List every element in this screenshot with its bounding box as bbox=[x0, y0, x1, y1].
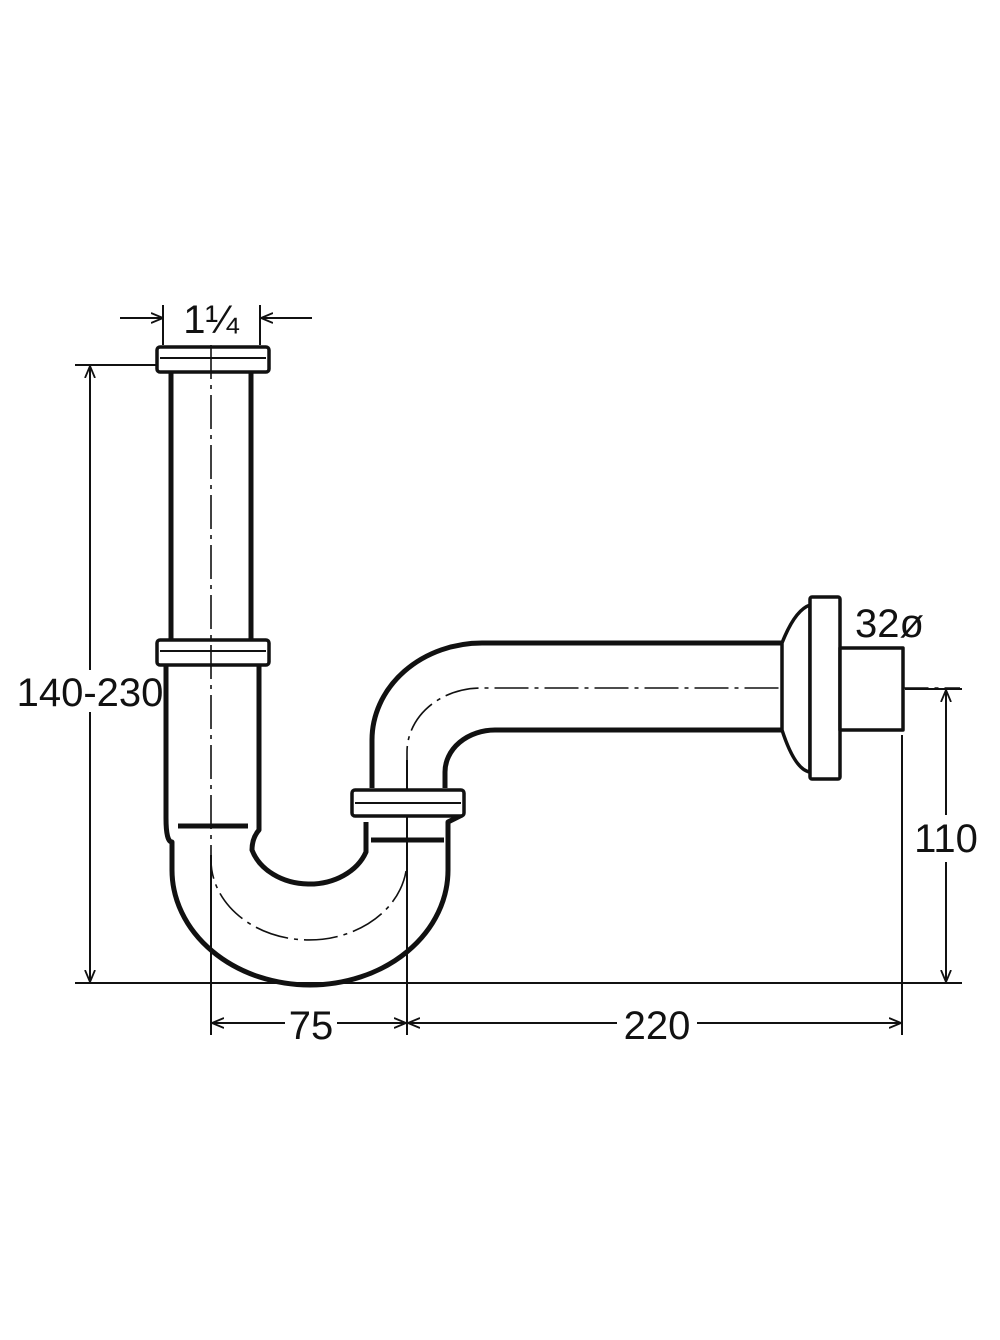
trap-inner-bend bbox=[249, 665, 369, 887]
outlet-stub bbox=[838, 646, 905, 732]
inlet-top-nut bbox=[155, 345, 271, 374]
wall-flange bbox=[780, 603, 812, 774]
outlet-diameter-label: 32ø bbox=[855, 602, 924, 646]
inlet-middle-nut bbox=[155, 638, 271, 667]
trap-width-label: 75 bbox=[289, 1004, 334, 1048]
height-range-label: 140-230 bbox=[17, 671, 164, 715]
outlet-height-label: 110 bbox=[914, 817, 978, 861]
inlet-tube bbox=[168, 372, 254, 640]
inlet-size-label: 1¼ bbox=[183, 298, 239, 342]
outlet-length-label: 220 bbox=[624, 1004, 691, 1048]
outlet-arm bbox=[369, 640, 782, 788]
wall-flange-plate bbox=[808, 595, 842, 781]
trap-bend bbox=[163, 665, 464, 988]
